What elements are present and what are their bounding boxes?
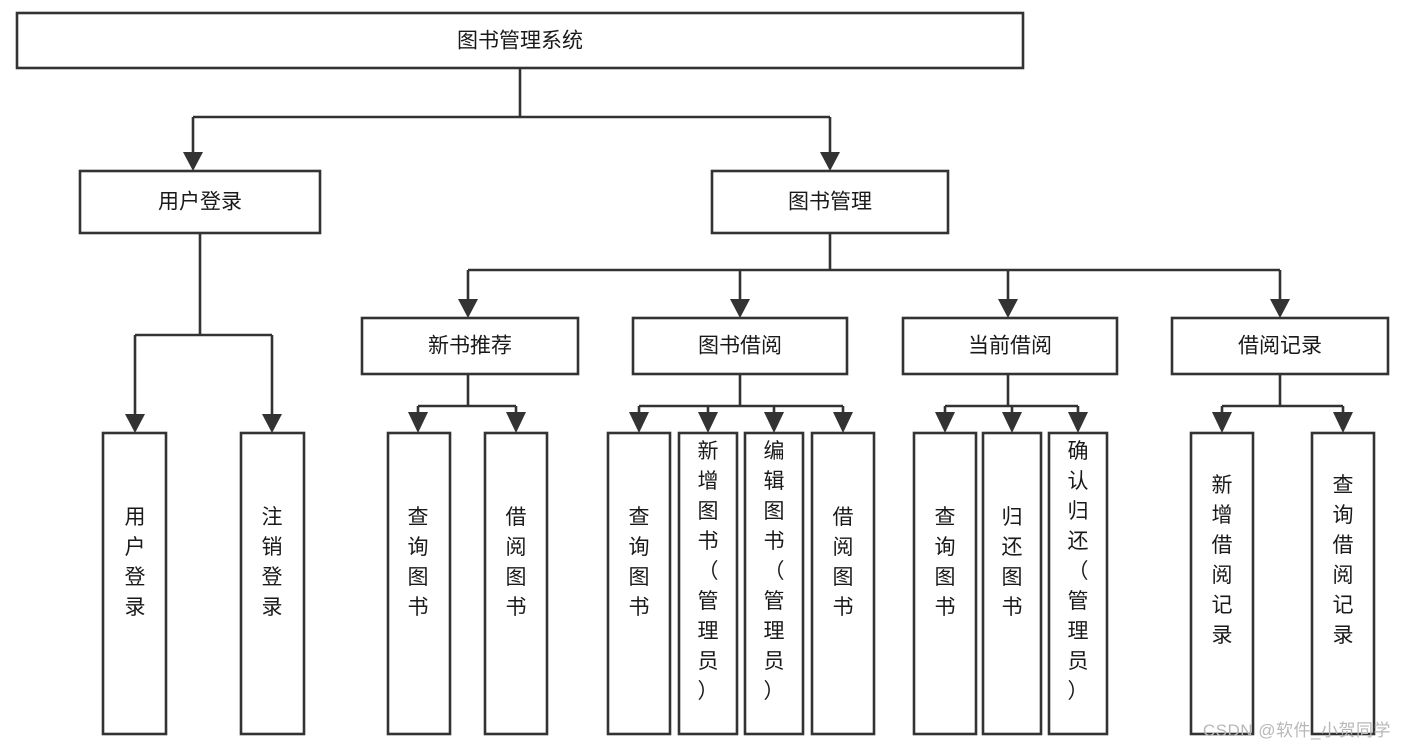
arrow-head-leaf-logout [262, 414, 282, 433]
node-leaf-borrow-book-label: 借阅图书 [833, 506, 854, 619]
node-leaf-confirm-return-admin-box [1047, 431, 1109, 736]
node-leaf-query-book-current-label: 查询图书 [935, 506, 956, 619]
arrow-head-leaf-return-book [1002, 412, 1022, 433]
node-leaf-logout-label: 注销登录 [262, 506, 283, 619]
node-leaf-logout-box [239, 431, 306, 736]
arrow-head-leaf-query-book-rec [408, 412, 428, 433]
node-leaf-query-book-current[interactable]: 查询图书 [912, 431, 978, 736]
connectors-new-book-recommend-children [408, 374, 526, 433]
node-leaf-query-borrow-record[interactable]: 查询借阅记录 [1310, 431, 1376, 736]
connectors-book-borrow-children [629, 374, 853, 433]
node-new-book-recommend-box [360, 316, 580, 376]
node-leaf-add-borrow-record-box [1189, 431, 1255, 736]
node-leaf-borrow-book-rec-label: 借阅图书 [506, 506, 527, 619]
node-leaf-user-login-label: 用户登录 [125, 506, 146, 619]
node-leaf-confirm-return-admin-label: 确认归还（管理员） [1068, 440, 1089, 703]
node-new-book-recommend-label: 新书推荐 [428, 335, 512, 358]
node-leaf-borrow-book[interactable]: 借阅图书 [810, 431, 876, 736]
arrow-head-new-book-recommend [458, 299, 478, 318]
node-leaf-return-book-label: 归还图书 [1002, 506, 1023, 619]
node-root-label: 图书管理系统 [457, 30, 583, 53]
node-leaf-query-book-borrow-box [606, 431, 672, 736]
node-leaf-query-book-rec-box [386, 431, 452, 736]
node-user-login-box [78, 169, 322, 235]
arrow-head-borrow-record [1270, 299, 1290, 318]
connectors-current-borrow-children [935, 374, 1088, 433]
arrow-head-leaf-confirm-return-admin [1068, 412, 1088, 433]
arrow-head-leaf-query-borrow-record [1333, 412, 1353, 433]
node-new-book-recommend[interactable]: 新书推荐 [360, 316, 580, 376]
node-user-login-label: 用户登录 [158, 191, 242, 214]
node-leaf-return-book[interactable]: 归还图书 [981, 431, 1043, 736]
node-leaf-confirm-return-admin[interactable]: 确认归还（管理员） [1047, 431, 1109, 736]
node-leaf-add-borrow-record-label: 新增借阅记录 [1212, 474, 1233, 647]
arrow-head-user-login [183, 152, 203, 171]
node-root[interactable]: 图书管理系统 [15, 11, 1025, 70]
node-leaf-edit-book-admin-label: 编辑图书（管理员） [764, 440, 785, 703]
node-book-manage-label: 图书管理 [788, 191, 872, 214]
connectors-borrow-record-children [1212, 374, 1353, 433]
node-borrow-record[interactable]: 借阅记录 [1170, 316, 1390, 376]
node-leaf-add-borrow-record[interactable]: 新增借阅记录 [1189, 431, 1255, 736]
node-book-manage-box [710, 169, 950, 235]
node-book-borrow[interactable]: 图书借阅 [631, 316, 849, 376]
arrow-head-book-manage [820, 152, 840, 171]
arrow-head-leaf-query-book-borrow [629, 412, 649, 433]
node-current-borrow-label: 当前借阅 [968, 335, 1052, 358]
node-leaf-user-login-box [101, 431, 168, 736]
node-leaf-edit-book-admin[interactable]: 编辑图书（管理员） [743, 431, 805, 736]
node-book-manage[interactable]: 图书管理 [710, 169, 950, 235]
node-leaf-logout[interactable]: 注销登录 [239, 431, 306, 736]
arrow-head-leaf-add-book-admin [698, 412, 718, 433]
node-book-borrow-box [631, 316, 849, 376]
arrow-head-leaf-edit-book-admin [764, 412, 784, 433]
arrow-head-book-borrow [730, 299, 750, 318]
node-book-borrow-label: 图书借阅 [698, 335, 782, 358]
csdn-watermark: CSDN @软件_小贺同学 [1202, 721, 1391, 740]
node-leaf-add-book-admin-box [677, 431, 739, 736]
node-leaf-edit-book-admin-box [743, 431, 805, 736]
node-user-login[interactable]: 用户登录 [78, 169, 322, 235]
node-leaf-query-book-rec-label: 查询图书 [408, 506, 429, 619]
node-current-borrow-box [901, 316, 1119, 376]
node-leaf-user-login[interactable]: 用户登录 [101, 431, 168, 736]
node-leaf-borrow-book-rec[interactable]: 借阅图书 [483, 431, 549, 736]
node-leaf-add-book-admin-label: 新增图书（管理员） [698, 440, 719, 703]
node-leaf-query-book-borrow-label: 查询图书 [629, 506, 650, 619]
node-leaf-return-book-box [981, 431, 1043, 736]
node-leaf-query-borrow-record-label: 查询借阅记录 [1333, 474, 1354, 647]
node-current-borrow[interactable]: 当前借阅 [901, 316, 1119, 376]
node-leaf-query-book-current-box [912, 431, 978, 736]
connectors-root-to-level1 [183, 68, 840, 171]
arrow-head-leaf-add-borrow-record [1212, 412, 1232, 433]
node-root-box [15, 11, 1025, 70]
node-leaf-add-book-admin[interactable]: 新增图书（管理员） [677, 431, 739, 736]
node-borrow-record-label: 借阅记录 [1238, 335, 1322, 358]
node-leaf-query-book-borrow[interactable]: 查询图书 [606, 431, 672, 736]
arrow-head-leaf-borrow-book-rec [506, 412, 526, 433]
node-leaf-borrow-book-rec-box [483, 431, 549, 736]
arrow-head-leaf-borrow-book [833, 412, 853, 433]
connectors-user-login-children [125, 233, 282, 433]
connectors-book-manage-children [458, 233, 1290, 318]
node-leaf-borrow-book-box [810, 431, 876, 736]
node-leaf-query-book-rec[interactable]: 查询图书 [386, 431, 452, 736]
node-borrow-record-box [1170, 316, 1390, 376]
arrow-head-leaf-user-login [125, 414, 145, 433]
node-leaf-query-borrow-record-box [1310, 431, 1376, 736]
arrow-head-leaf-query-book-current [935, 412, 955, 433]
arrow-head-current-borrow [998, 299, 1018, 318]
